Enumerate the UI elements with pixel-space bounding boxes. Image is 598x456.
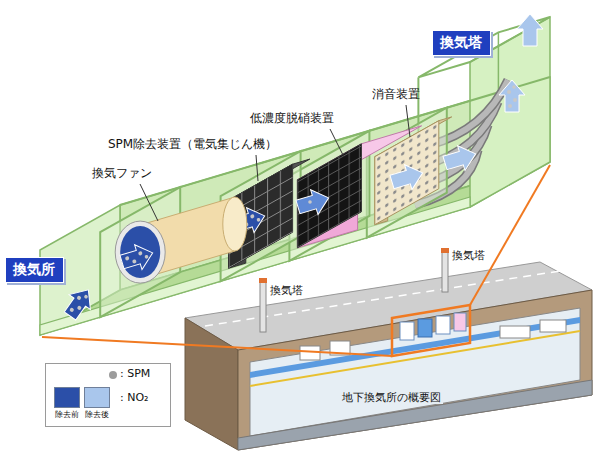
- fan-ring: [115, 221, 165, 283]
- road-tunnel: [238, 380, 592, 450]
- soil-front: [238, 290, 592, 450]
- component-label: SPM除去装置（電気集じん機）: [108, 137, 277, 151]
- spm-dot: [308, 200, 312, 204]
- highlight-line: [42, 337, 392, 356]
- leader-line: [406, 105, 410, 137]
- spm-dots: [124, 250, 149, 266]
- tower-edge: [498, 32, 500, 92]
- place-label-box: 換気所: [5, 257, 64, 283]
- air-flow-arrow: [294, 185, 332, 219]
- legend-text: : SPM: [120, 367, 150, 380]
- highlight-frame: [392, 305, 470, 356]
- facility-duct: [250, 331, 580, 386]
- air-flow-arrow: [388, 160, 426, 194]
- legend-swatch: [54, 387, 80, 408]
- facility-equipment: [454, 313, 466, 331]
- air-flow-arrow: [441, 141, 479, 175]
- place-name: 換気塔: [440, 34, 482, 52]
- leader-line: [140, 184, 158, 221]
- air-flow-arrow: [59, 282, 99, 323]
- place-name: 換気所: [13, 261, 55, 279]
- facility-equipment: [418, 319, 432, 337]
- spm-dots: [507, 85, 517, 108]
- figure-caption: 地下換気所の概要図: [340, 391, 443, 404]
- air-flow-arrow: [118, 240, 156, 274]
- duct-partition: [221, 151, 301, 281]
- fan-casing-end: [223, 197, 247, 251]
- facility-equipment: [540, 320, 566, 332]
- silencer-panel: [375, 121, 439, 225]
- tower-label: 換気塔: [452, 249, 485, 262]
- spm-dots: [68, 291, 89, 315]
- facility-floor: [250, 317, 580, 378]
- denitration-grid: [297, 144, 361, 248]
- silencer-holes: [375, 121, 439, 225]
- component-label: 低濃度脱硝装置: [250, 111, 334, 125]
- component-label: 換気ファン: [92, 166, 152, 180]
- air-flow-arrow: [517, 14, 543, 46]
- leader-line: [256, 155, 258, 181]
- stack-top: [259, 278, 267, 283]
- legend-text: 除去前: [54, 410, 80, 420]
- stack-top: [441, 248, 449, 253]
- soil-side: [185, 318, 238, 450]
- legend-text: : NO₂: [120, 391, 149, 404]
- fan-opening: [120, 226, 160, 278]
- legend-swatch: [84, 387, 110, 408]
- denitration-grid-lines: [297, 144, 361, 248]
- tower-label: 換気塔: [270, 284, 303, 297]
- leader-line: [330, 129, 344, 157]
- spm-dot-sample: [109, 371, 117, 379]
- facility-equipment: [400, 322, 414, 340]
- place-label-box: 換気塔: [432, 30, 491, 56]
- stack-pole: [442, 252, 448, 292]
- facility-equipment: [436, 316, 450, 334]
- highlight-line: [470, 165, 550, 305]
- air-flow-arrow: [499, 80, 525, 112]
- duct-partition: [367, 108, 447, 238]
- facility-equipment: [500, 326, 530, 338]
- component-label: 消音装置: [372, 87, 420, 101]
- facility-equipment: [300, 346, 320, 360]
- stack-pole: [260, 282, 266, 332]
- legend-text: 除去後: [84, 410, 110, 420]
